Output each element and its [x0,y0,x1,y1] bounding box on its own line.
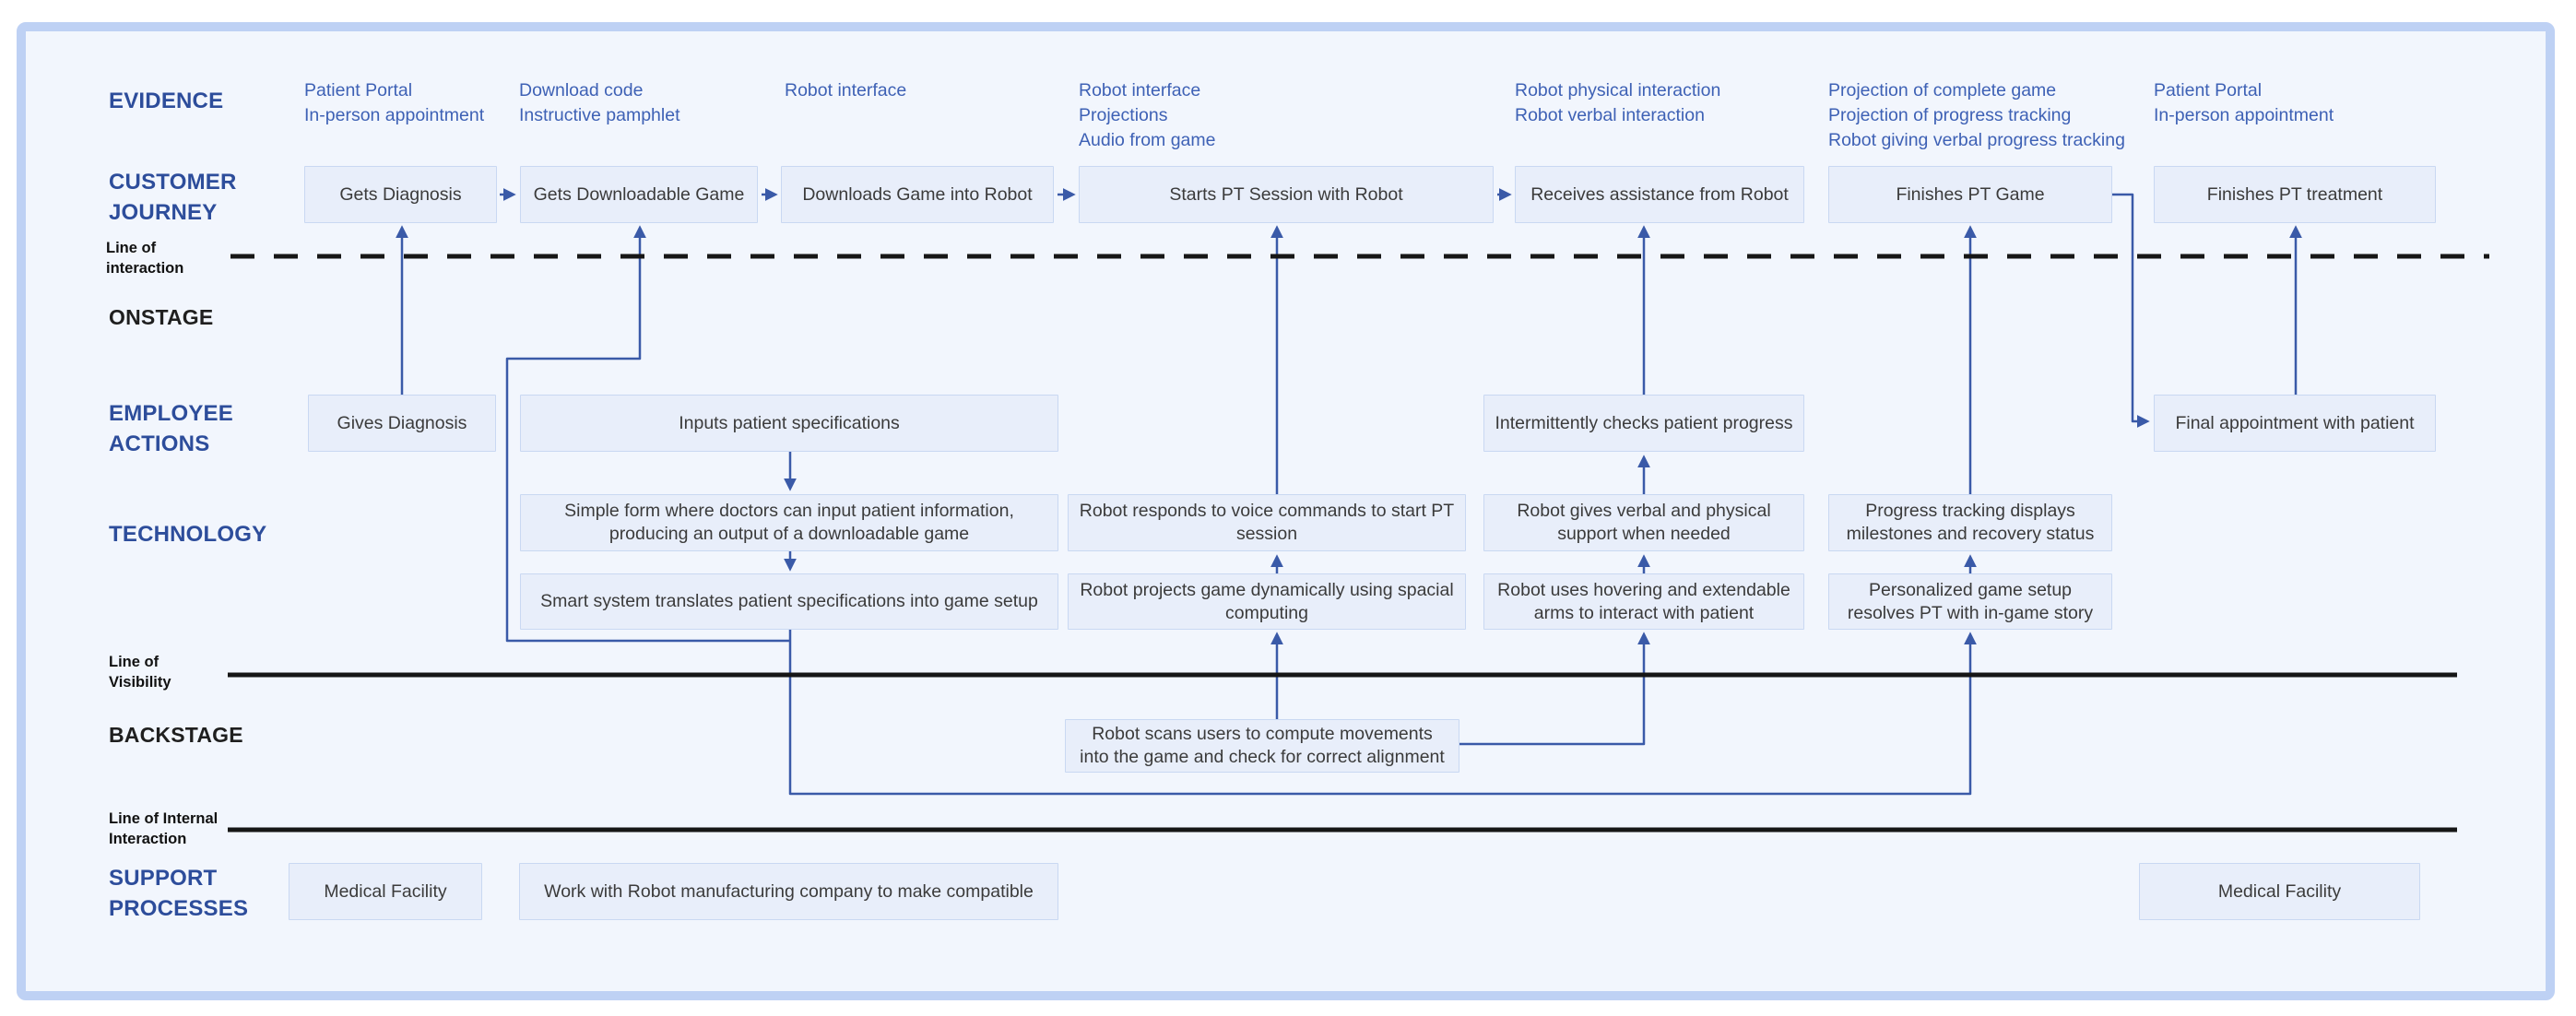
tech-box-hovering-arms: Robot uses hovering and extendable arms … [1483,573,1804,630]
evidence-col4: Robot interface Projections Audio from g… [1079,80,1216,150]
label-line-of-visibility: Line of Visibility [109,654,171,691]
tech-box-progress-tracking: Progress tracking displays milestones an… [1828,494,2112,551]
evidence-col1: Patient Portal In-person appointment [304,80,485,125]
evidence-col3: Robot interface [785,80,907,100]
evidence-col2: Download code Instructive pamphlet [519,80,680,125]
label-line-of-interaction: Line of interaction [106,240,184,277]
evidence-col7: Patient Portal In-person appointment [2154,80,2334,125]
evidence-col6: Projection of complete game Projection o… [1828,80,2125,150]
journey-box-gets-downloadable-game: Gets Downloadable Game [520,166,758,223]
label-backstage: BACKSTAGE [109,723,243,747]
support-box-manufacturing-company: Work with Robot manufacturing company to… [519,863,1058,920]
journey-box-finishes-pt-game: Finishes PT Game [1828,166,2112,223]
row-label-support-processes: SUPPORT PROCESSES [109,866,249,921]
support-box-medical-facility-right: Medical Facility [2139,863,2420,920]
journey-box-receives-assistance: Receives assistance from Robot [1515,166,1804,223]
tech-box-verbal-physical-support: Robot gives verbal and physical support … [1483,494,1804,551]
row-label-evidence: EVIDENCE [109,89,224,113]
journey-box-downloads-game-into-robot: Downloads Game into Robot [781,166,1054,223]
journey-box-finishes-pt-treatment: Finishes PT treatment [2154,166,2436,223]
journey-box-gets-diagnosis: Gets Diagnosis [304,166,497,223]
employee-box-inputs-patient-specifications: Inputs patient specifications [520,395,1058,452]
row-label-customer-journey: CUSTOMER JOURNEY [109,170,237,225]
label-line-of-internal-interaction: Line of Internal Interaction [109,810,219,847]
label-onstage: ONSTAGE [109,305,214,329]
employee-box-checks-patient-progress: Intermittently checks patient progress [1483,395,1804,452]
support-box-medical-facility-left: Medical Facility [289,863,482,920]
evidence-col5: Robot physical interaction Robot verbal … [1515,80,1721,125]
employee-box-final-appointment: Final appointment with patient [2154,395,2436,452]
tech-box-simple-form: Simple form where doctors can input pati… [520,494,1058,551]
backstage-box-scans-users: Robot scans users to compute movements i… [1065,719,1459,773]
tech-box-projects-game: Robot projects game dynamically using sp… [1068,573,1466,630]
tech-box-personalized-setup: Personalized game setup resolves PT with… [1828,573,2112,630]
tech-box-smart-system: Smart system translates patient specific… [520,573,1058,630]
journey-box-starts-pt-session: Starts PT Session with Robot [1079,166,1494,223]
tech-box-voice-commands: Robot responds to voice commands to star… [1068,494,1466,551]
employee-box-gives-diagnosis: Gives Diagnosis [308,395,496,452]
row-label-employee-actions: EMPLOYEE ACTIONS [109,401,233,456]
row-label-technology: TECHNOLOGY [109,522,267,547]
